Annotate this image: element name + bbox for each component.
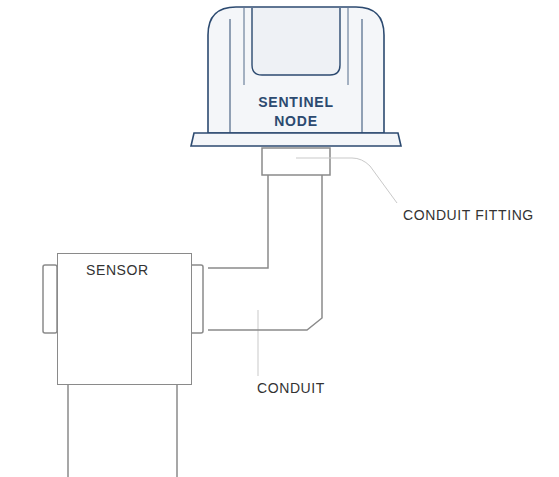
sensor-title: SENSOR xyxy=(58,254,191,278)
conduit-pipe xyxy=(208,175,322,330)
leader-line xyxy=(296,158,397,203)
part-label: CONDUIT xyxy=(255,380,327,396)
sensor-box: SENSOR xyxy=(57,253,192,385)
leader-line xyxy=(258,310,259,376)
sentinel-node: SENTINEL NODE xyxy=(190,5,402,148)
node-title: SENTINEL NODE xyxy=(236,93,356,131)
sensor-leg xyxy=(176,385,178,477)
sensor-tab xyxy=(43,265,57,333)
part-label: CONDUIT FITTING xyxy=(401,207,536,223)
sensor-leg xyxy=(67,385,69,477)
conduit-fitting xyxy=(262,148,330,175)
